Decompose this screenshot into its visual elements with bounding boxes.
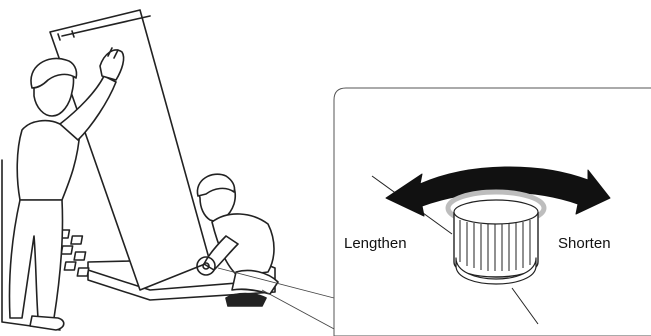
leveling-foot-highlight [196, 256, 216, 276]
knob-base [455, 257, 537, 285]
leveling-foot-small [202, 262, 210, 270]
axis-line-lower [511, 287, 539, 325]
callout-leaders [217, 267, 337, 331]
person-standing-hand [99, 49, 125, 81]
person-standing-arm [59, 75, 117, 141]
knob-detail: Lengthen Shorten [344, 166, 611, 325]
installation-scene [1, 9, 279, 331]
leveling-knob [445, 189, 547, 285]
person-standing [8, 47, 125, 331]
appliance-front-edge [61, 15, 151, 37]
person-standing-shoe [29, 315, 65, 331]
callout-leader-bottom [261, 289, 337, 331]
lengthen-label: Lengthen [344, 235, 407, 252]
person-standing-hair [30, 57, 78, 89]
person-crouching-hair [196, 173, 236, 197]
appliance-top-detail [57, 30, 75, 41]
knob-top-face [453, 199, 539, 225]
knob-ridges [459, 220, 531, 271]
knob-body [453, 212, 539, 278]
person-crouching-shoe [225, 292, 267, 307]
callout-leader-top [217, 267, 335, 299]
shorten-label: Shorten [558, 235, 611, 252]
person-standing-fingers [107, 47, 119, 59]
person-standing-legs [8, 199, 64, 319]
person-standing-torso [16, 119, 81, 201]
